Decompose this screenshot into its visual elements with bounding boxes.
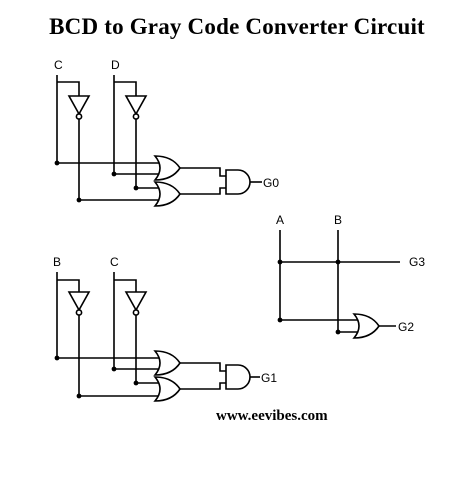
wire-b-right: [337, 230, 358, 333]
wire-c-bottom: [113, 272, 160, 384]
junction-dot: [76, 393, 82, 399]
junction-dot: [277, 317, 283, 323]
junction-dot: [76, 197, 82, 203]
junction-dot: [111, 171, 117, 177]
and-gate-g1: [225, 364, 251, 390]
junction-dot: [133, 185, 139, 191]
website-watermark: www.eevibes.com: [216, 408, 328, 424]
g3-g2-circuit: A B G3 G2: [276, 213, 425, 339]
wire-or-to-and-bottom: [180, 362, 226, 390]
or-gate-top-1: [153, 155, 181, 181]
output-label-g2: G2: [398, 320, 414, 334]
input-label-b: B: [53, 255, 61, 269]
not-bubble-d: [132, 113, 140, 120]
junction-dot: [133, 380, 139, 386]
g1-circuit: B C G1: [53, 255, 277, 402]
not-bubble-c-bottom: [132, 309, 140, 316]
not-bubble-b: [75, 309, 83, 316]
junction-dot: [111, 366, 117, 372]
input-label-c-bottom: C: [110, 255, 119, 269]
junction-dot: [54, 160, 60, 166]
wire-or-to-and-top: [180, 167, 226, 195]
not-bubble-c: [75, 113, 83, 120]
wire-b: [56, 272, 160, 397]
junction-dot: [277, 259, 283, 265]
junction-dot: [54, 355, 60, 361]
wire-a: [279, 230, 358, 321]
junction-dot: [335, 329, 341, 335]
wire-d: [113, 75, 160, 189]
wire-c: [56, 75, 160, 201]
input-label-d: D: [111, 58, 120, 72]
or-gate-bottom-2: [153, 376, 181, 402]
or-gate-top-2: [153, 181, 181, 207]
input-label-b-right: B: [334, 213, 342, 227]
junction-dot: [335, 259, 341, 265]
output-label-g3: G3: [409, 255, 425, 269]
input-label-c: C: [54, 58, 63, 72]
not-gate-d: [124, 95, 148, 116]
g0-circuit: C D G0: [54, 58, 279, 207]
input-label-a: A: [276, 213, 284, 227]
or-gate-g2: [352, 313, 380, 339]
not-gate-c: [67, 95, 91, 116]
page-title: BCD to Gray Code Converter Circuit: [49, 14, 425, 39]
output-label-g1: G1: [261, 371, 277, 385]
or-gate-bottom-1: [153, 350, 181, 376]
not-gate-b: [67, 291, 91, 312]
output-label-g0: G0: [263, 176, 279, 190]
and-gate-g0: [225, 169, 251, 195]
not-gate-c-bottom: [124, 291, 148, 312]
